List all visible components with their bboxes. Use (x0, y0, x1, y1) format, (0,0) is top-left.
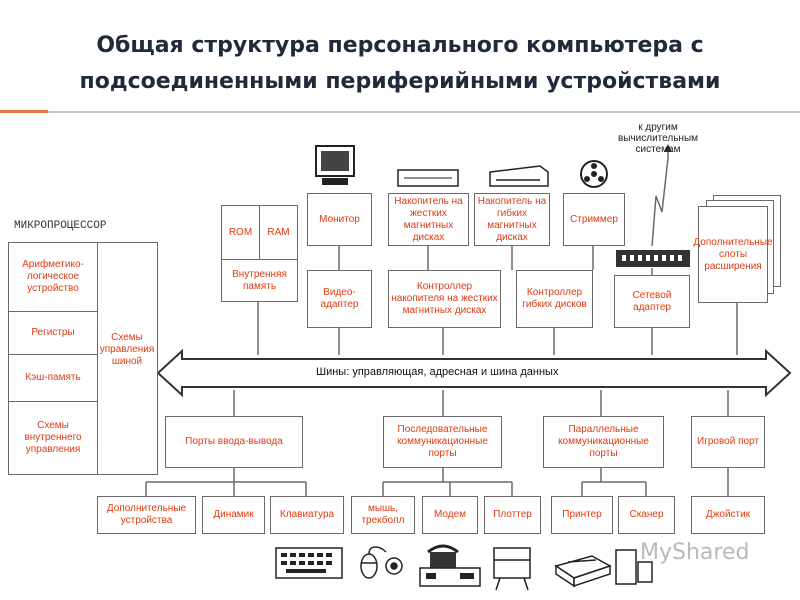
keyboard-icon (275, 547, 343, 579)
game-port-box: Игровой порт (691, 416, 765, 468)
printer-box: Принтер (551, 496, 613, 534)
rom-box: ROM (221, 205, 260, 260)
bus-control-label: Схемы управления шиной (99, 332, 155, 367)
watermark-logo: MyShared (640, 540, 750, 565)
parallel-ports-box: Параллельные коммуникационные порты (543, 416, 664, 468)
mouse-icon (360, 546, 403, 579)
extra-devices-box: Дополнительные устройства (97, 496, 196, 534)
joystick-box: Джойстик (691, 496, 765, 534)
modem-box: Модем (422, 496, 478, 534)
internal-memory-box: Внутренняя память (221, 259, 298, 302)
monitor-box: Монитор (307, 193, 372, 246)
speaker-box: Динамик (202, 496, 265, 534)
scanner-icon (615, 549, 653, 585)
microprocessor-label: МИКРОПРОЦЕССОР (14, 220, 107, 232)
page-title: Общая структура персонального компьютера… (0, 28, 800, 100)
title-line-1: Общая структура персонального компьютера… (96, 33, 704, 58)
other-systems-label: к другим вычислительным системам (617, 122, 699, 155)
mouse-box: мышь, трекболл (351, 496, 415, 534)
serial-ports-box: Последовательные коммуникационные порты (383, 416, 502, 468)
system-bus-label: Шины: управляющая, адресная и шина данны… (316, 366, 559, 378)
ram-box: RAM (259, 205, 298, 260)
title-divider (0, 111, 800, 113)
fdd-box: Накопитель на гибких магнитных дисках (474, 193, 550, 246)
video-adapter-box: Видео-адаптер (307, 270, 372, 328)
system-bus-arrow (156, 348, 792, 398)
telephone-modem-icon (419, 544, 481, 587)
scanner-box: Сканер (618, 496, 675, 534)
keyboard-box: Клавиатура (270, 496, 344, 534)
printer-icon (554, 555, 612, 588)
streamer-box: Стриммер (563, 193, 625, 246)
expansion-slots-box: Дополнительные слоты расширения (693, 206, 773, 303)
network-adapter-box: Сетевой адаптер (614, 275, 690, 328)
title-divider-accent (0, 110, 48, 113)
internal-control-box: Схемы внутреннего управления (8, 401, 98, 475)
io-ports-box: Порты ввода-вывода (165, 416, 303, 468)
hdd-box: Накопитель на жестких магнитных дисках (388, 193, 469, 246)
cache-box: Кэш-память (8, 354, 98, 402)
plotter-box: Плоттер (484, 496, 541, 534)
plotter-icon (493, 547, 531, 591)
fdd-controller-box: Контроллер гибких дисков (516, 270, 593, 328)
hdd-controller-box: Контроллер накопителя на жестких магнитн… (388, 270, 501, 328)
title-line-2: подсоединенными периферийными устройства… (79, 69, 721, 94)
